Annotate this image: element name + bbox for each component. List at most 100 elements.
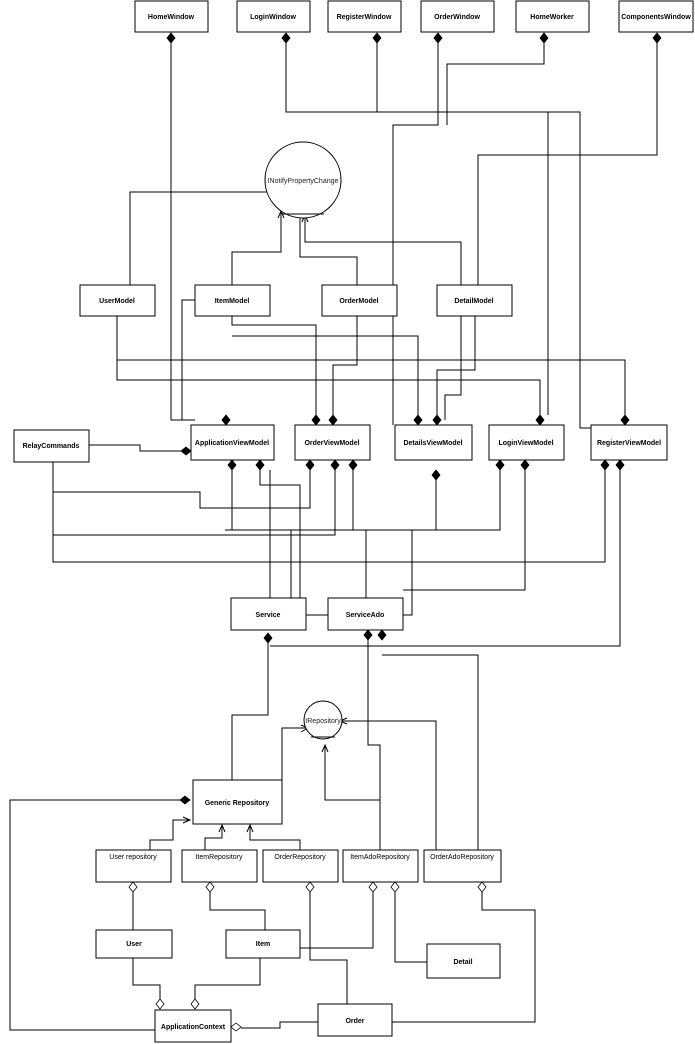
diamond-ordervm-top-2	[328, 414, 338, 426]
applicationviewmodel-label: ApplicationViewModel	[195, 440, 269, 447]
loginwindow-label: LoginWindow	[250, 14, 296, 21]
detailsviewmodel-label: DetailsViewModel	[403, 440, 462, 447]
diamond-loginvm-bottom-2	[520, 459, 530, 471]
itemrepository-label: ItemRepository	[195, 854, 243, 861]
diamond-ordervm-bottom-3	[348, 459, 358, 471]
diamond-homeworker	[539, 32, 549, 44]
diamond-registervm-top	[620, 414, 630, 426]
line-relay-registervm	[52, 462, 606, 563]
service-label: Service	[256, 612, 281, 619]
line-relay-loginvm	[225, 470, 501, 531]
diamond-ordervm-top-1	[311, 414, 321, 426]
orderrepository-label: OrderRepository	[274, 854, 326, 861]
class-usermodel: UserModel	[79, 284, 156, 317]
diamond-detailsvm-top-1	[413, 414, 423, 426]
line-usermodel-inotify	[129, 191, 280, 285]
serviceado-label: ServiceAdo	[346, 612, 385, 619]
diamond-loginvm-bottom-1	[495, 459, 505, 471]
line-itemmodel-inotify	[231, 212, 282, 285]
itemmodel-label: ItemModel	[215, 298, 250, 305]
user-label: User	[126, 941, 142, 948]
diamond-appvm-left	[180, 446, 192, 456]
class-loginwindow: LoginWindow	[236, 0, 311, 33]
irepository-circle	[303, 700, 343, 740]
interface-inotify: INotifyPropertyChange	[264, 141, 342, 219]
diamond-appvm-bottom-2	[255, 459, 265, 471]
line-itemmodel-ordervm	[231, 316, 317, 420]
diamond-serviceado-bottom-1	[363, 629, 373, 641]
class-orderrepository: OrderRepository	[262, 849, 339, 883]
line-genericrepo-irepository	[281, 727, 308, 810]
diamond-userrepo	[128, 881, 138, 893]
line-componentswindow	[477, 38, 658, 285]
orderadorepository-label: OrderAdoRepository	[430, 854, 494, 861]
inotify-circle	[264, 141, 342, 219]
line-serviceado-detailsvm	[403, 470, 437, 616]
class-homewindow: HomeWindow	[134, 0, 209, 33]
item-label: Item	[256, 941, 270, 948]
arrowhead-irepository-2	[321, 743, 329, 753]
arrowhead-generic-3	[246, 823, 254, 833]
diamond-ordervm-bottom-2	[330, 459, 340, 471]
line-usermodel-registervm	[117, 359, 626, 420]
homewindow-label: HomeWindow	[148, 14, 195, 21]
diamond-itemrepo	[205, 881, 215, 893]
diamonds	[128, 32, 662, 1032]
line-ordervm-serviceado	[352, 470, 367, 598]
order-label: Order	[345, 1018, 364, 1025]
line-homewindow-appvm	[170, 38, 195, 421]
line-usermodel-loginvm	[116, 316, 541, 420]
line-orderrepo-generic	[249, 825, 301, 850]
class-loginviewmodel: LoginViewModel	[488, 424, 565, 461]
diamond-orderadorepo	[477, 881, 487, 893]
line-itemadorepo-irepository	[324, 745, 380, 801]
diamond-loginwindow	[281, 32, 291, 44]
detail-label: Detail	[453, 959, 472, 966]
class-userrepository: User repository	[95, 849, 172, 883]
line-orderwindow-ordervm	[392, 38, 439, 425]
diamond-appvm-top	[221, 414, 231, 426]
class-ordermodel: OrderModel	[321, 284, 398, 317]
line-itemadorepo-detail	[394, 888, 427, 963]
class-order: Order	[317, 1003, 393, 1037]
line-appvm-service2	[259, 470, 301, 598]
diamond-componentswindow	[652, 32, 662, 44]
diamond-generic-left	[179, 795, 191, 805]
itemadorepository-label: ItemAdoRepository	[350, 854, 410, 861]
line-orderadorepo-irepository	[340, 720, 437, 850]
line-serviceado-orderadorepo	[382, 654, 479, 850]
line-detailmodel-detailsvm2	[444, 316, 462, 420]
detailmodel-label: DetailModel	[454, 298, 493, 305]
class-detailmodel: DetailModel	[436, 284, 513, 317]
line-service-registervm	[270, 470, 621, 647]
class-registerwindow: RegisterWindow	[327, 0, 402, 33]
class-orderviewmodel: OrderViewModel	[294, 424, 371, 461]
userrepository-label: User repository	[109, 854, 157, 861]
componentswindow-label: ComponentsWindow	[621, 14, 691, 21]
line-serviceado-itemadorepo	[367, 630, 381, 850]
line-homeworker	[446, 38, 545, 125]
diamond-itemadorepo-1	[368, 881, 378, 893]
class-genericrepository: Generic Repository	[192, 779, 283, 825]
line-appcontext-order	[241, 1021, 318, 1029]
diamond-ordervm-bottom-1	[305, 459, 315, 471]
class-registerviewmodel: RegisterViewModel	[590, 424, 668, 461]
class-itemadorepository: ItemAdoRepository	[342, 849, 419, 883]
diamond-loginvm-top	[535, 414, 545, 426]
diamond-service-bottom	[263, 632, 273, 644]
class-applicationviewmodel: ApplicationViewModel	[190, 424, 275, 461]
diamond-registervm-bottom-2	[615, 459, 625, 471]
line-ordermodel-inotify	[299, 212, 358, 285]
interface-irepository: IRepository	[303, 700, 343, 740]
inotify-label: INotifyPropertyChange	[268, 178, 339, 185]
diamond-appcontext-right	[230, 1022, 242, 1032]
diamond-appvm-bottom-1	[227, 459, 237, 471]
diamond-appcontext-1	[155, 998, 165, 1010]
diamond-registerwindow	[372, 32, 382, 44]
diamond-registervm-bottom-1	[600, 459, 610, 471]
class-orderadorepository: OrderAdoRepository	[423, 849, 502, 883]
class-item: Item	[225, 929, 301, 959]
line-itemrepo-generic	[204, 825, 223, 850]
class-componentswindow: ComponentsWindow	[618, 0, 694, 33]
line-item-itemadorepo	[300, 888, 374, 949]
